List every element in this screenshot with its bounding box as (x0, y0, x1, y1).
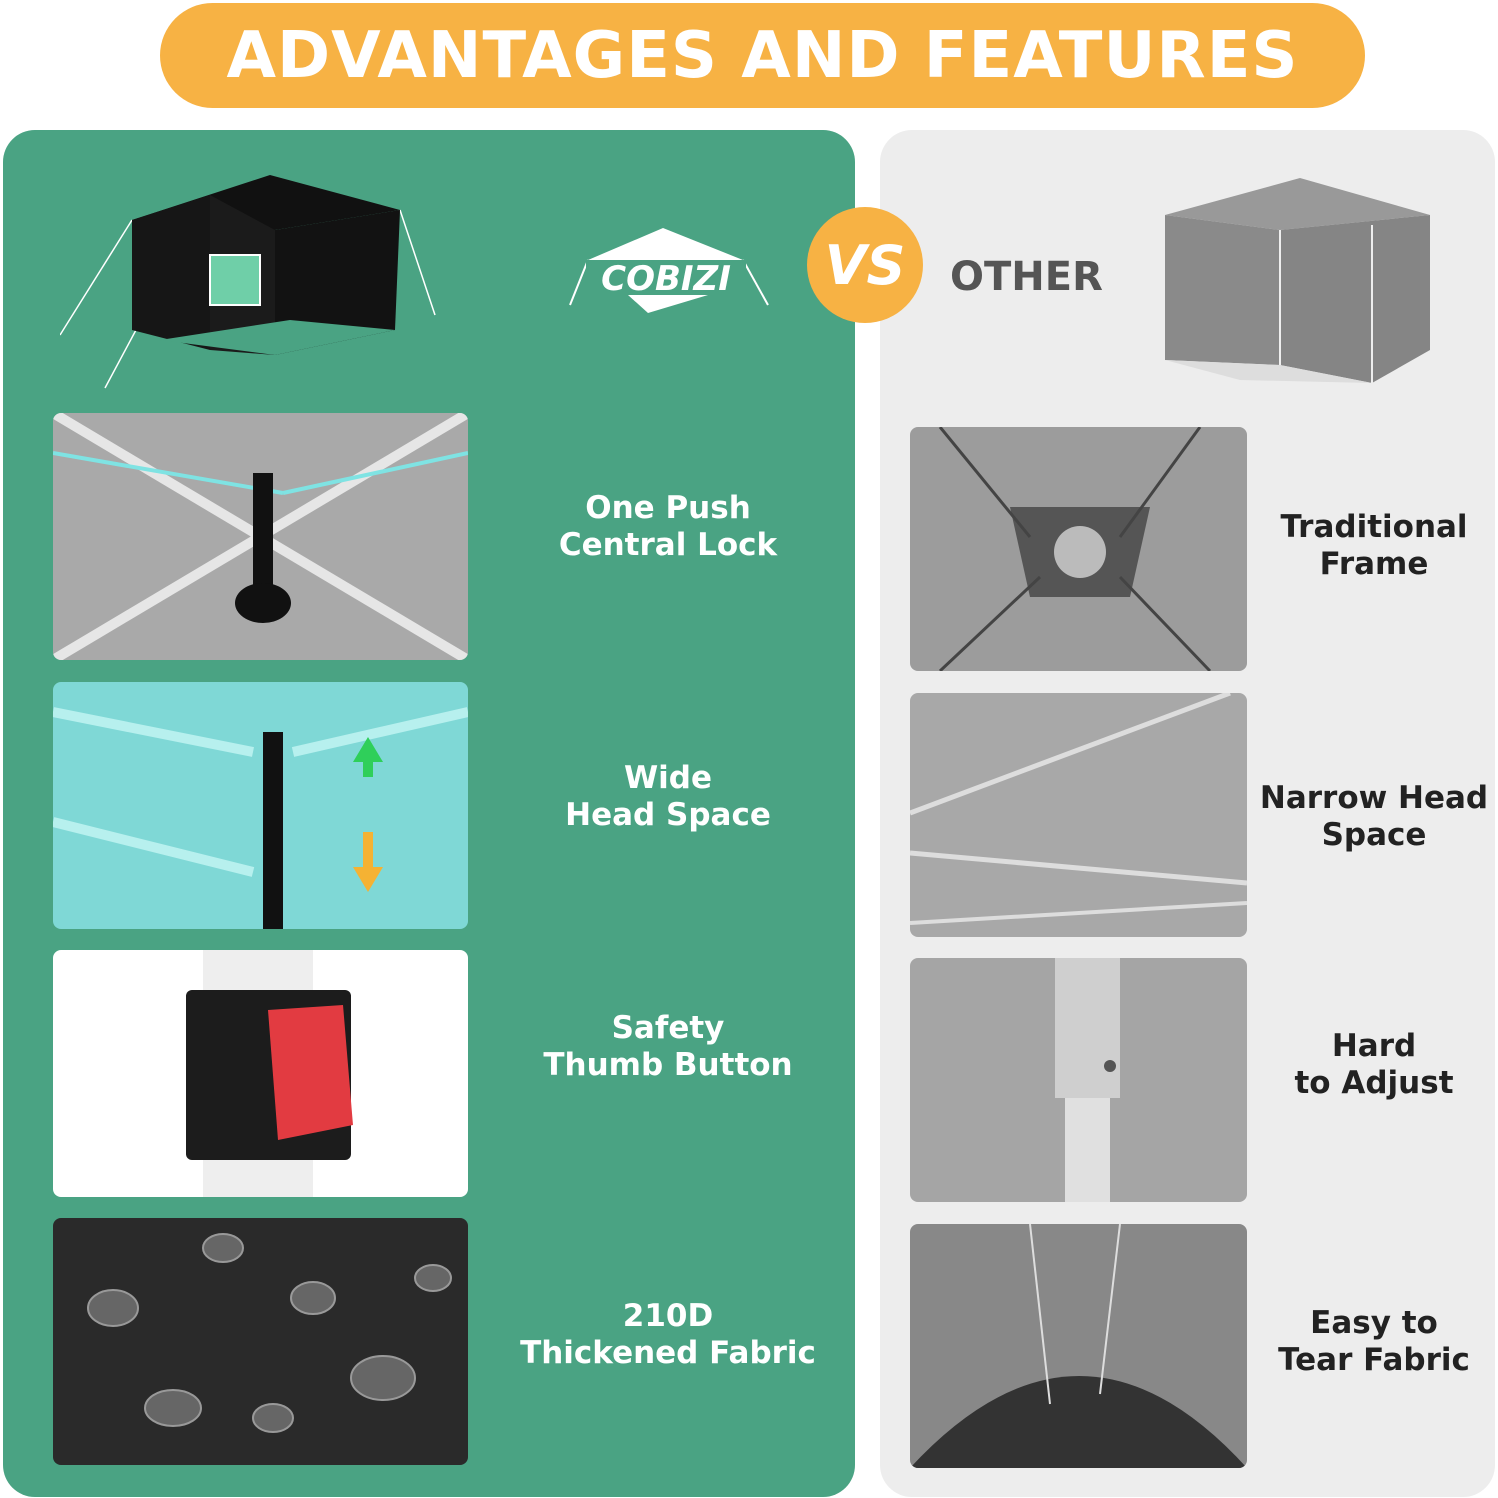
hard-to-adjust-image (910, 958, 1247, 1202)
other-label: OTHER (950, 254, 1103, 300)
page-title: ADVANTAGES AND FEATURES (226, 18, 1299, 93)
feature-line2: Thickened Fabric (520, 1335, 816, 1371)
thickened-fabric-image (53, 1218, 468, 1465)
feature-line2: Space (1321, 817, 1427, 853)
feature-line1: Traditional (1280, 509, 1468, 545)
feature-line1: Safety (611, 1010, 725, 1046)
feature-line1: 210D (622, 1298, 714, 1334)
traditional-frame-image (910, 427, 1247, 671)
feature-line1: Easy to (1310, 1305, 1438, 1341)
easy-tear-fabric-image (910, 1224, 1247, 1468)
feature-line2: Tear Fabric (1278, 1342, 1470, 1378)
feature-line2: Frame (1319, 546, 1429, 582)
wide-head-space-image (53, 682, 468, 929)
feature-line2: Thumb Button (543, 1047, 793, 1083)
feature-line2: to Adjust (1294, 1065, 1454, 1101)
other-tent-image (1160, 175, 1435, 385)
svg-text:COBIZI: COBIZI (601, 259, 731, 299)
cobizi-logo: COBIZI (568, 225, 773, 315)
central-lock-image (53, 413, 468, 660)
feature-line1: One Push (585, 490, 751, 526)
feature-line1: Hard (1331, 1028, 1417, 1064)
feature-line1: Wide (623, 760, 713, 796)
header-banner: ADVANTAGES AND FEATURES (160, 3, 1365, 108)
feature-line2: Central Lock (558, 527, 778, 563)
cobizi-tent-image (60, 170, 450, 390)
narrow-head-space-image (910, 693, 1247, 937)
feature-line1: Narrow Head (1259, 780, 1489, 816)
vs-badge: VS (807, 207, 923, 323)
vs-label: VS (824, 233, 906, 297)
feature-line2: Head Space (565, 797, 771, 833)
thumb-button-image (53, 950, 468, 1197)
